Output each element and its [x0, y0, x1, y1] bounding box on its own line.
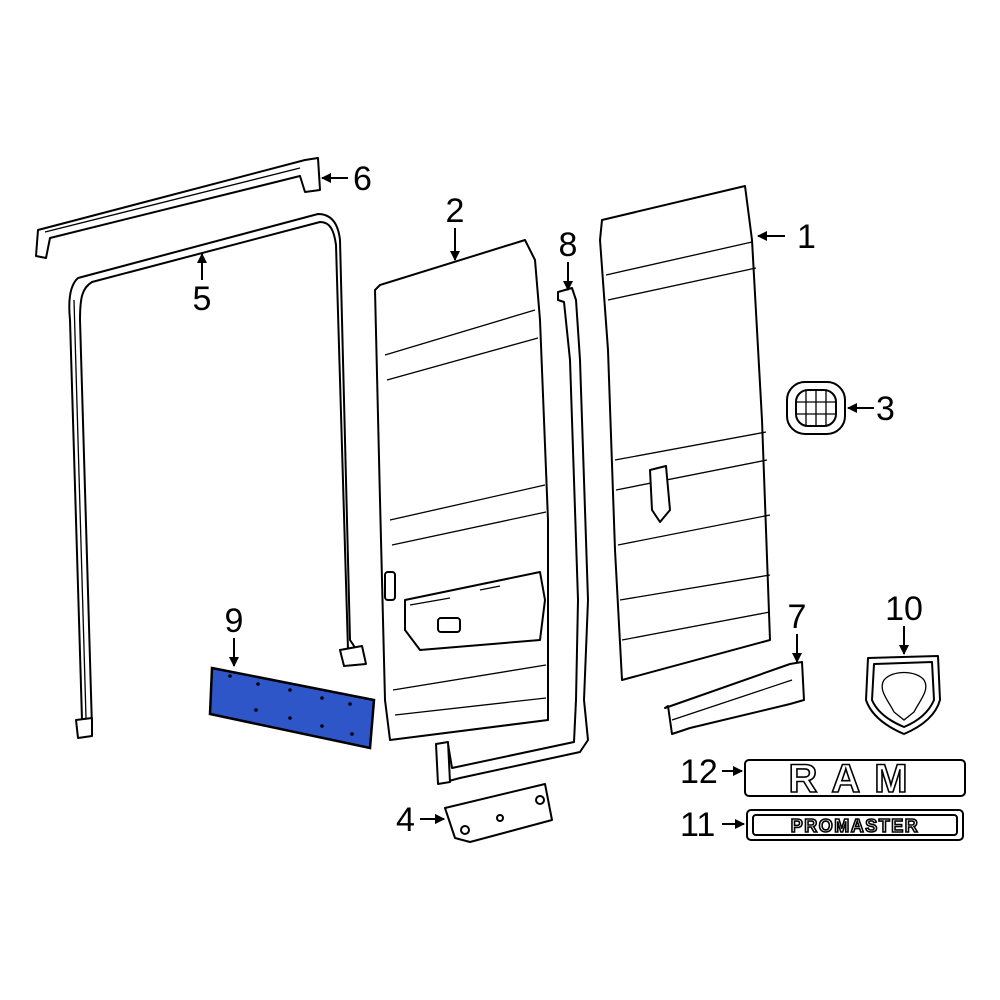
- callout-4: 4: [396, 801, 415, 839]
- part-12-ram-badge: RAM: [744, 756, 966, 802]
- part-7-sill-strip: [664, 661, 805, 735]
- callout-12: 12: [680, 753, 718, 791]
- callout-7: 7: [788, 598, 807, 636]
- callout-1: 1: [797, 218, 816, 256]
- leader-arrows: [197, 173, 909, 829]
- callout-2: 2: [446, 192, 465, 230]
- ram-badge-text: RAM: [788, 757, 921, 801]
- callout-9: 9: [225, 602, 244, 640]
- part-9-trim-panel: [208, 666, 376, 750]
- part-2-left-door: [374, 239, 549, 741]
- callout-labels: 1 2 3 4 5 6 7 8 9 10 11 12: [193, 160, 923, 844]
- part-1-right-door: [599, 185, 771, 681]
- callout-10: 10: [885, 590, 923, 628]
- part-5-door-seal: [68, 213, 367, 739]
- callout-11: 11: [680, 806, 715, 844]
- callout-6: 6: [353, 160, 372, 198]
- part-11-promaster-badge: PROMASTER: [746, 809, 964, 841]
- part-3-vent: [786, 381, 846, 435]
- callout-8: 8: [559, 226, 578, 264]
- part-4-bracket: [444, 783, 553, 843]
- callout-3: 3: [876, 390, 895, 428]
- callout-5: 5: [193, 280, 212, 318]
- promaster-badge-text: PROMASTER: [791, 816, 920, 836]
- part-10-ram-emblem: [865, 655, 941, 735]
- part-8-seal-strip: [435, 287, 589, 785]
- part-6-upper-rail: [35, 157, 321, 259]
